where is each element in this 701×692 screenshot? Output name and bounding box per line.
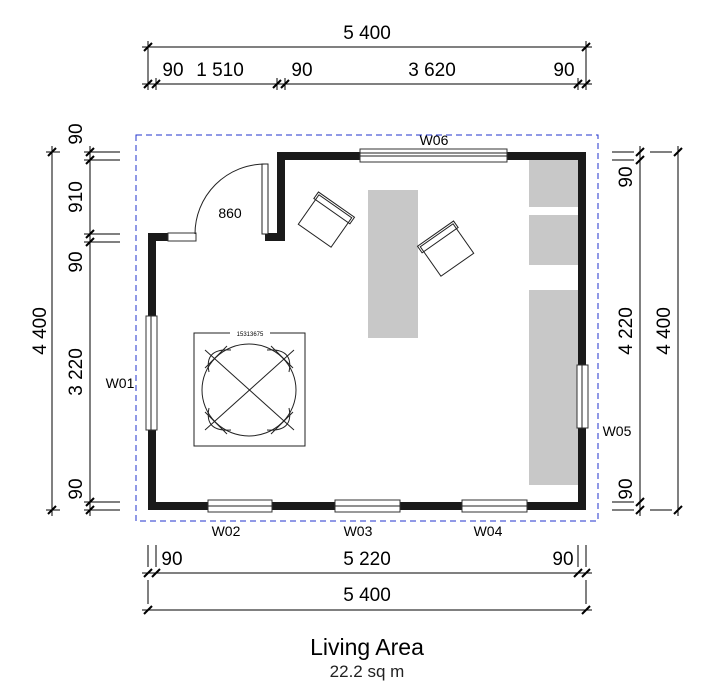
svg-text:5 400: 5 400 — [343, 23, 391, 44]
svg-text:W03: W03 — [344, 523, 373, 539]
chair — [416, 220, 475, 277]
door: 860 — [167, 163, 269, 242]
dimension-tick — [635, 147, 645, 157]
cabinet — [529, 215, 580, 265]
svg-text:910: 910 — [66, 181, 87, 213]
dimension-tick — [143, 568, 153, 578]
dimension-left: 4 400 90 910 90 3 220 90 — [30, 123, 91, 516]
table-label: 15313675 — [237, 332, 264, 338]
svg-text:90: 90 — [66, 251, 87, 272]
chair — [297, 191, 356, 248]
door-width-label: 860 — [218, 205, 242, 221]
cabinet — [529, 160, 580, 207]
window-w03: W03 — [334, 499, 401, 539]
svg-text:5 400: 5 400 — [343, 585, 391, 606]
svg-text:90: 90 — [616, 478, 637, 499]
desk — [368, 190, 418, 338]
svg-text:W02: W02 — [212, 523, 241, 539]
dining-table: 15313675 — [193, 330, 306, 447]
svg-text:W04: W04 — [474, 523, 503, 539]
svg-text:3 220: 3 220 — [66, 348, 87, 396]
dimension-tick — [673, 147, 683, 157]
dimension-bottom: 90 5 220 90 5 400 — [142, 549, 592, 611]
room-title: Living Area — [310, 634, 424, 660]
svg-text:90: 90 — [161, 549, 182, 570]
dimension-top: 5 400 90 1 510 90 3 620 90 — [142, 23, 592, 85]
dimension-tick — [151, 568, 161, 578]
svg-text:90: 90 — [291, 60, 312, 81]
svg-text:90: 90 — [616, 166, 637, 187]
dimension-tick — [673, 505, 683, 515]
room-boundary — [135, 134, 599, 522]
dimension-tick — [635, 155, 645, 165]
window-w06: W06 — [359, 132, 508, 163]
svg-text:4 220: 4 220 — [616, 307, 637, 355]
svg-text:4 400: 4 400 — [654, 307, 675, 355]
cabinet — [529, 290, 580, 485]
svg-text:W06: W06 — [420, 132, 449, 148]
svg-text:3 620: 3 620 — [408, 60, 456, 81]
svg-text:4 400: 4 400 — [30, 307, 51, 355]
svg-text:90: 90 — [162, 60, 183, 81]
dimension-tick — [143, 605, 153, 615]
dimension-right: 90 4 220 90 4 400 — [616, 146, 679, 516]
dimension-tick — [581, 568, 591, 578]
dimension-ticks — [46, 41, 683, 615]
dimension-tick — [573, 568, 583, 578]
dimension-tick — [635, 497, 645, 507]
window-w04: W04 — [461, 499, 528, 539]
dimension-tick — [581, 605, 591, 615]
dimension-tick — [635, 505, 645, 515]
svg-text:90: 90 — [66, 123, 87, 144]
svg-text:90: 90 — [552, 549, 573, 570]
walls — [148, 152, 586, 510]
svg-text:W01: W01 — [106, 375, 135, 391]
window-w02: W02 — [207, 499, 273, 539]
svg-text:W05: W05 — [603, 423, 632, 439]
svg-text:90: 90 — [553, 60, 574, 81]
svg-text:90: 90 — [66, 478, 87, 499]
svg-text:5 220: 5 220 — [343, 549, 391, 570]
room-area: 22.2 sq m — [330, 662, 405, 681]
window-w01: W01 — [106, 315, 158, 431]
svg-text:1 510: 1 510 — [196, 60, 244, 81]
window-w05: W05 — [576, 364, 632, 439]
